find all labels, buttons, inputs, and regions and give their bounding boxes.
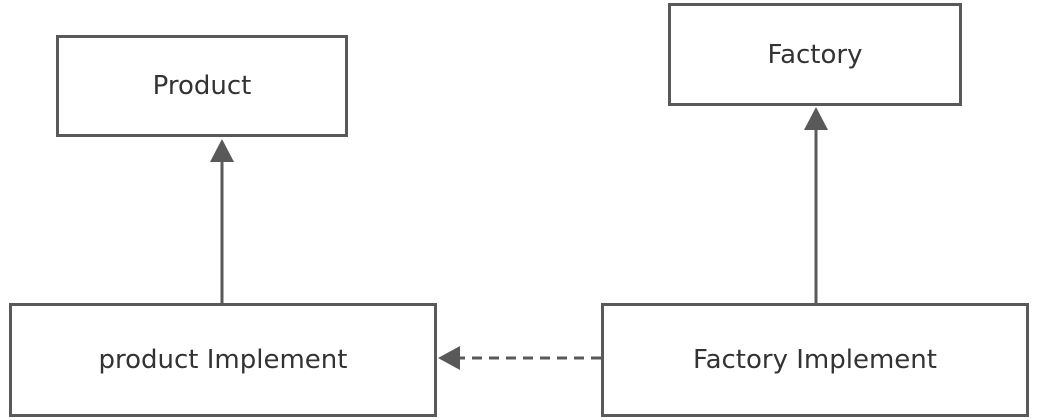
arrowhead-product: [210, 139, 234, 162]
product-implement-box: product Implement: [9, 303, 437, 417]
product-label: Product: [152, 71, 252, 101]
product-box: Product: [56, 35, 348, 137]
factory-implement-box: Factory Implement: [601, 303, 1029, 417]
arrowhead-product-impl: [438, 346, 460, 370]
factory-box: Factory: [668, 3, 962, 106]
factory-implement-label: Factory Implement: [693, 345, 937, 375]
factory-label: Factory: [767, 39, 863, 70]
product-implement-label: product Implement: [98, 345, 348, 375]
arrowhead-factory: [804, 107, 828, 130]
